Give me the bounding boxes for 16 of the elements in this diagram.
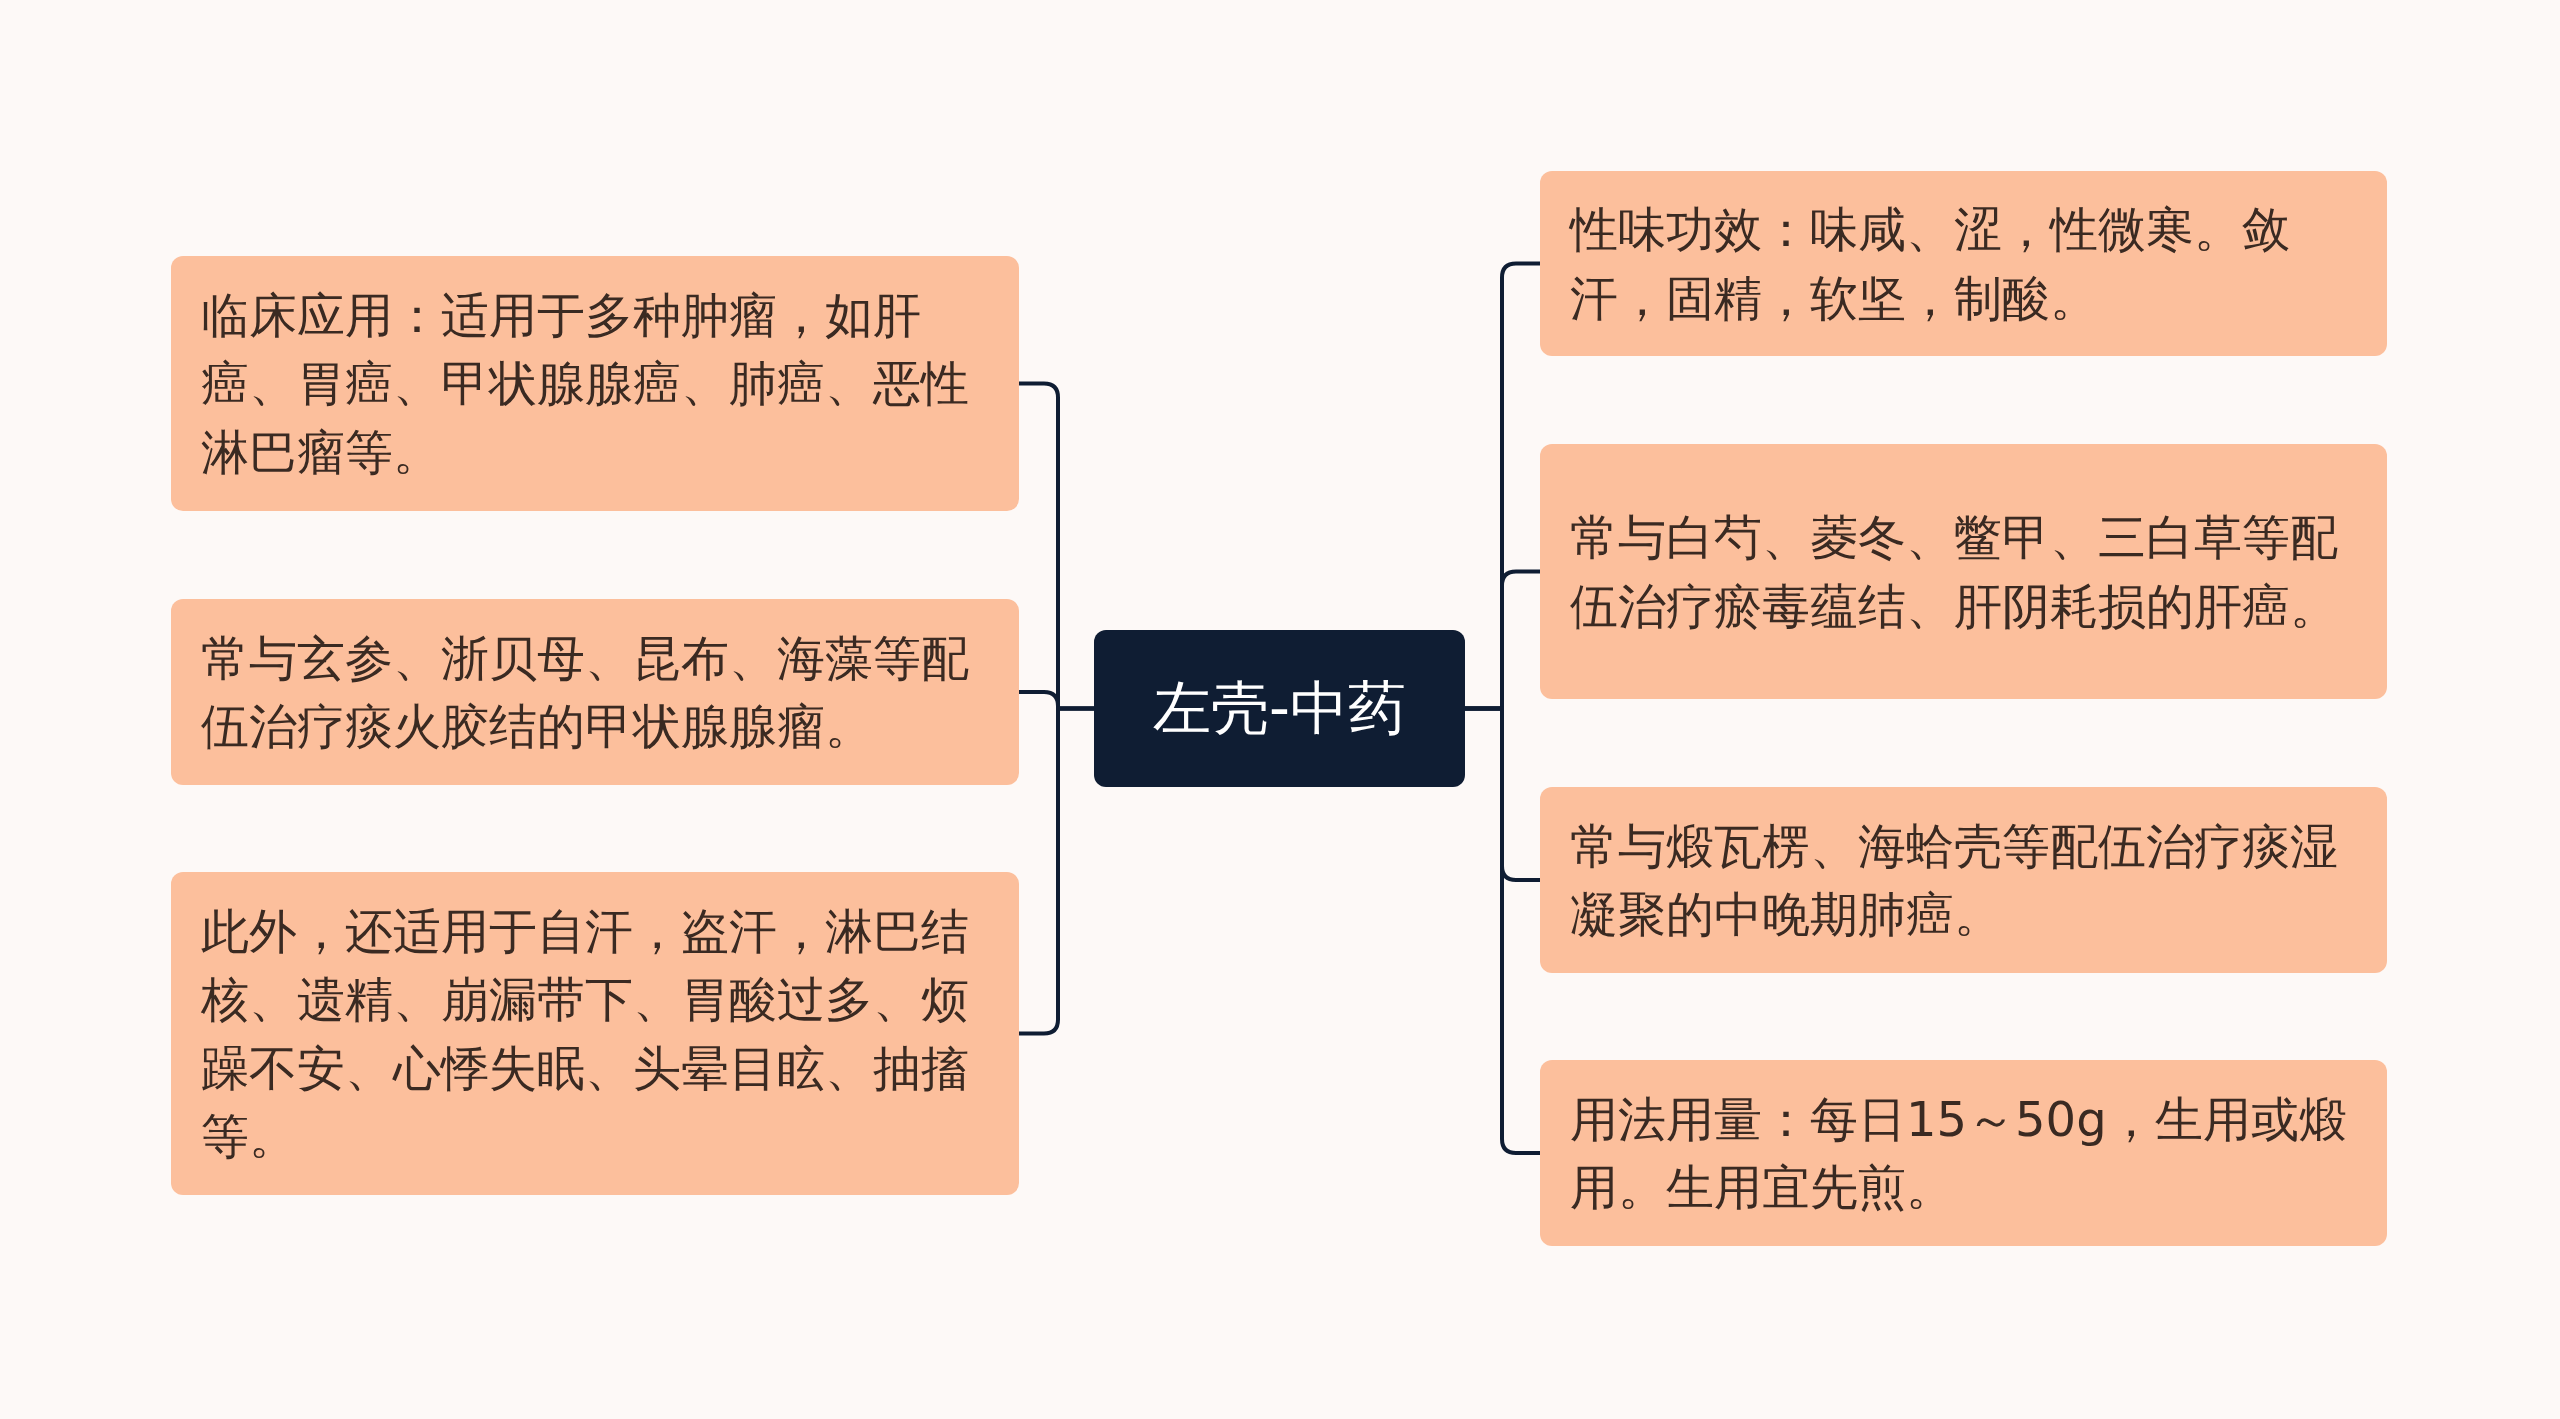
- topic-box: [171, 256, 1019, 511]
- topic-text: 常与白芍、菱冬、鳖甲、三白草等配伍治疗瘀毒蕴结、肝阴耗损的肝癌。: [1570, 508, 2339, 636]
- topic-box: [1540, 787, 2387, 973]
- topic-text: 此外，还适用于自汗，盗汗，淋巴结核、遗精、崩漏带下、胃酸过多、烦躁不安、心悸失眠、头晕目眩、抽搐等。: [201, 902, 970, 1166]
- topic-text: 常与煅瓦楞、海蛤壳等配伍治疗痰湿凝聚的中晚期肺癌。: [1570, 816, 2339, 944]
- topic-text: 临床应用：适用于多种肿瘤，如肝癌、胃癌、甲状腺腺癌、肺癌、恶性淋巴瘤等。: [201, 286, 970, 482]
- central-topic: [1094, 630, 1465, 787]
- topic-text: 用法用量：每日15～50g，生用或煅用。生用宜先煎。: [1570, 1089, 2348, 1217]
- topic-box: [171, 872, 1019, 1195]
- topic-box: [1540, 444, 2387, 699]
- topic-box: [1540, 171, 2387, 356]
- topic-box: [1540, 1060, 2387, 1246]
- topic-text: 性味功效：味咸、涩，性微寒。敛汗，固精，软坚，制酸。: [1570, 200, 2291, 328]
- topic-text: 常与玄参、浙贝母、昆布、海藻等配伍治疗痰火胶结的甲状腺腺瘤。: [201, 628, 970, 756]
- topic-box: [171, 599, 1019, 785]
- topic-text: 左壳-中药: [1153, 673, 1406, 744]
